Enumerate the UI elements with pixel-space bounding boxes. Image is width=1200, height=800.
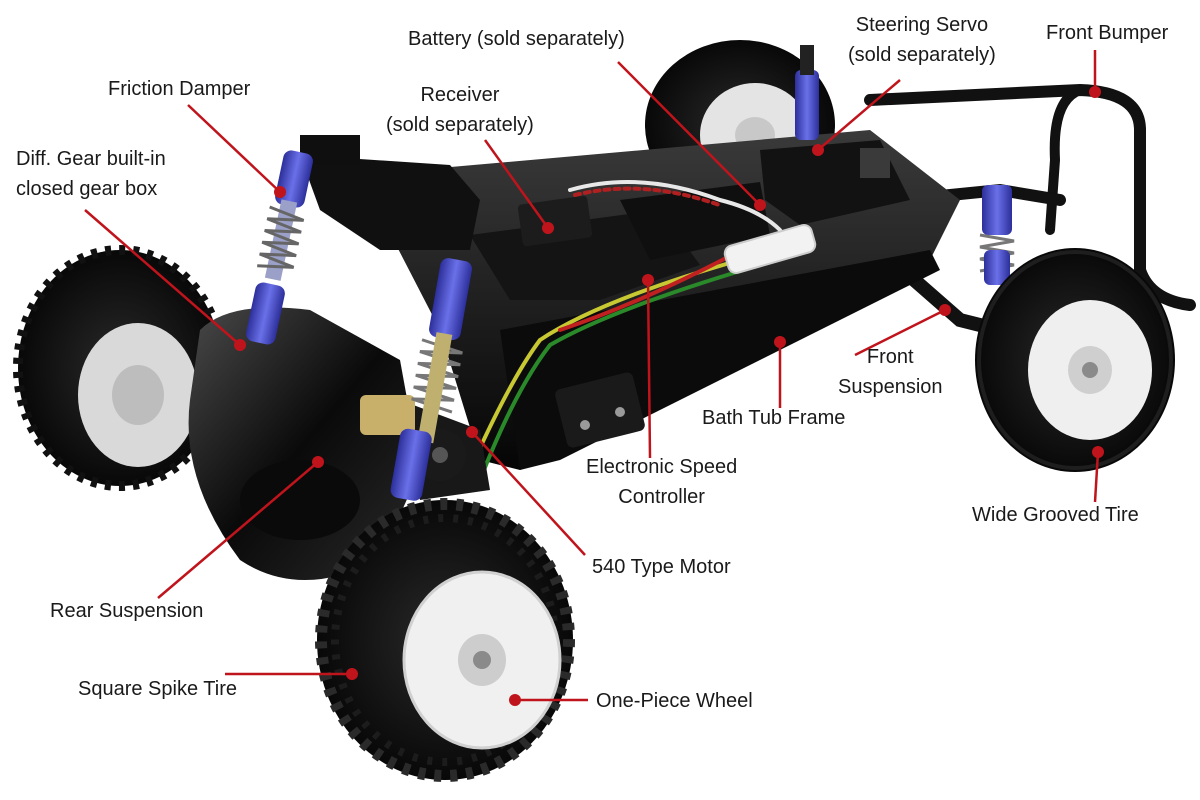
label-receiver: Receiver (sold separately) (386, 80, 534, 140)
receiver-box (517, 195, 593, 247)
label-front-suspension: Front Suspension (838, 342, 943, 402)
rear-upper-plate (300, 155, 480, 250)
front-left-friction-damper (795, 45, 819, 140)
label-esc-line-1: Electronic Speed (586, 456, 738, 478)
label-steering-servo-line-1: Steering Servo (855, 14, 989, 36)
label-motor: 540 Type Motor (592, 556, 731, 578)
rear-right-friction-damper (390, 258, 472, 501)
wide-grooved-tire-shape (975, 248, 1175, 472)
label-wide-grooved-tire: Wide Grooved Tire (972, 504, 1139, 526)
front-right-friction-damper (979, 185, 1015, 285)
label-steering-servo: Steering Servo (sold separately) (848, 10, 996, 70)
callout-anchor-dots (234, 86, 1104, 706)
label-friction-damper: Friction Damper (108, 78, 251, 100)
label-receiver-line-2: (sold separately) (386, 114, 534, 136)
rear-left-friction-damper (246, 150, 313, 345)
rear-gearbox-and-motor (188, 307, 490, 580)
label-one-piece-wheel: One-Piece Wheel (596, 690, 753, 712)
label-square-spike-tire: Square Spike Tire (78, 678, 237, 700)
label-rear-suspension: Rear Suspension (50, 600, 204, 622)
label-bath-tub-frame: Bath Tub Frame (702, 407, 846, 429)
square-spike-tire-shape (315, 498, 575, 782)
label-diff-gear-line-1: Diff. Gear built-in (16, 148, 166, 170)
callout-leader-lines (84, 50, 1100, 702)
label-diff-gear-line-2: closed gear box (16, 178, 158, 200)
label-esc-line-2: Controller (618, 486, 705, 508)
label-front-bumper: Front Bumper (1046, 22, 1169, 44)
wiring (468, 180, 817, 482)
front-bumper-shape (864, 83, 1196, 311)
steering-servo-shape (760, 140, 910, 225)
label-front-suspension-line-2: Suspension (838, 376, 943, 398)
label-front-suspension-line-1: Front (866, 346, 914, 368)
label-diff-gear: Diff. Gear built-in closed gear box (16, 144, 166, 204)
label-receiver-line-1: Receiver (420, 84, 500, 106)
label-battery: Battery (sold separately) (408, 28, 625, 50)
rear-far-spike-tire (13, 245, 227, 491)
label-electronic-speed-controller: Electronic Speed Controller (586, 452, 737, 512)
label-steering-servo-line-2: (sold separately) (848, 44, 996, 66)
